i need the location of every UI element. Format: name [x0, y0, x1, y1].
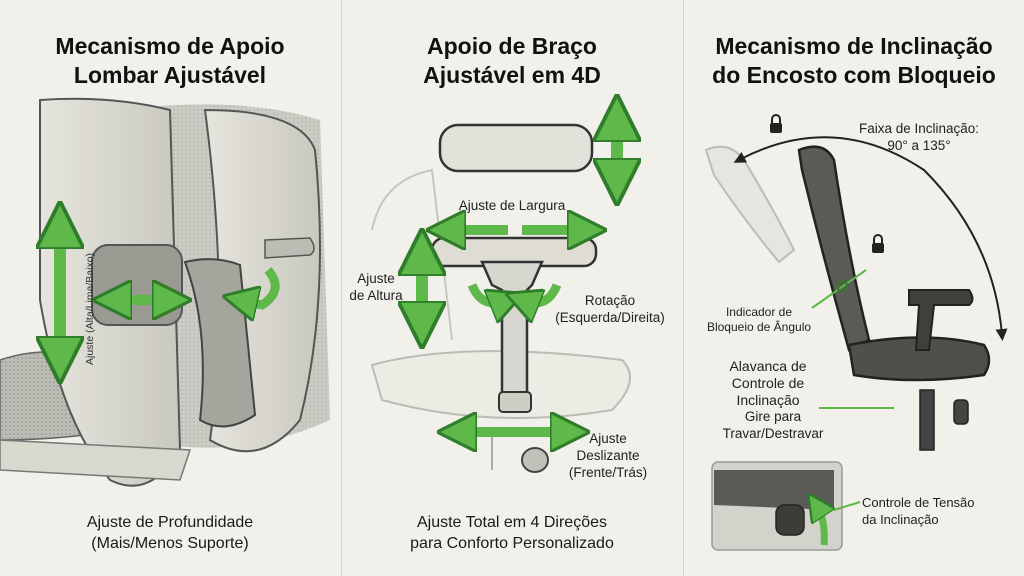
ghost-backrest: [704, 145, 796, 264]
indicator-dot: [836, 280, 848, 292]
vertical-adjust-label: Ajuste (Alta/Lima/Baixo): [84, 252, 96, 365]
label-line: Bloqueio de Ângulo: [706, 320, 812, 334]
tension-line: [833, 501, 861, 511]
title-line: Apoio de Braço: [427, 33, 597, 59]
tilt-arc: [733, 136, 1008, 341]
panel-title: Mecanismo de Apoio Lombar Ajustável: [0, 32, 340, 90]
armrest-illustration: [370, 0, 682, 473]
label-line: Alavanca de: [729, 358, 807, 374]
panel-tilt: Mecanismo de Inclinação do Encosto com B…: [684, 0, 1024, 576]
lever-sub-label: Gire para Travar/Destravar: [704, 408, 842, 442]
lock-icon: [770, 114, 782, 133]
title-line: Lombar Ajustável: [73, 62, 267, 88]
label-line: Controle de: [731, 375, 805, 391]
title-line: Mecanismo de Inclinação: [715, 33, 993, 59]
tension-knob: [953, 399, 969, 425]
label-line: Faixa de Inclinação:: [858, 121, 980, 136]
armrest: [908, 289, 974, 351]
arm-pad-top: [438, 123, 594, 173]
title-line: Ajustável em 4D: [423, 62, 601, 88]
label-line: Inclinação: [736, 392, 800, 408]
label-line: (Frente/Trás): [568, 465, 648, 480]
label-line: Travar/Destravar: [722, 426, 824, 441]
knob: [521, 447, 549, 473]
backrest: [797, 145, 871, 352]
label-line: Ajuste: [357, 271, 395, 286]
caption-line: (Mais/Menos Suporte): [91, 535, 249, 552]
chair-outline: [371, 168, 453, 341]
inset-seat: [714, 470, 834, 510]
divider: [683, 0, 684, 576]
gas-column: [919, 389, 935, 451]
label-line: Deslizante: [576, 448, 640, 463]
indicator-label: Indicador de Bloqueio de Ângulo: [694, 305, 824, 335]
title-line: Mecanismo de Apoio: [55, 33, 285, 59]
caption-line: Ajuste de Profundidade: [86, 514, 254, 531]
slide-label: Ajuste Deslizante (Frente/Trás): [560, 430, 656, 481]
tension-label: Controle de Tensão da Inclinação: [862, 494, 1012, 528]
arm-stub: [264, 237, 315, 259]
inset-knob: [775, 504, 805, 536]
divider: [341, 0, 342, 576]
lock-icon: [872, 234, 884, 253]
rotate-arrow-right: [522, 283, 562, 303]
label-line: Indicador de: [725, 305, 793, 319]
seat-base: [0, 439, 192, 481]
label-line: de Altura: [349, 288, 403, 303]
panel-title: Mecanismo de Inclinação do Encosto com B…: [684, 32, 1024, 90]
lumbar-pad: [91, 244, 183, 326]
panel-title: Apoio de Braço Ajustável em 4D: [342, 32, 682, 90]
lever-label: Alavanca de Controle de Inclinação: [704, 358, 832, 409]
label-line: Gire para: [744, 409, 802, 424]
label-line: Controle de Tensão: [862, 495, 975, 510]
rotate-arrow: [240, 267, 280, 305]
rotation-label: Rotação (Esquerda/Direita): [542, 292, 678, 326]
inset-rotate-arrow: [816, 505, 824, 546]
height-label: Ajuste de Altura: [346, 270, 406, 304]
seat: [847, 336, 991, 382]
post-base: [498, 391, 532, 413]
lumbar-illustration: [0, 97, 330, 487]
caption: Ajuste Total em 4 Direções para Conforto…: [342, 512, 682, 554]
caption-line: para Conforto Personalizado: [410, 535, 614, 552]
tilt-illustration: [704, 114, 1008, 551]
caption: Ajuste de Profundidade (Mais/Menos Supor…: [0, 512, 340, 554]
label-line: Ajuste: [589, 431, 627, 446]
caption-line: Ajuste Total em 4 Direções: [416, 514, 607, 531]
label-line: (Esquerda/Direita): [555, 310, 665, 325]
width-label: Ajuste de Largura: [458, 198, 566, 213]
label-line: da Inclinação: [862, 512, 939, 527]
label-line: Rotação: [584, 293, 636, 308]
title-line: do Encosto com Bloqueio: [712, 62, 996, 88]
range-label: Faixa de Inclinação: 90° a 135°: [844, 120, 994, 154]
label-line: 90° a 135°: [887, 138, 951, 153]
panel-armrest: Apoio de Braço Ajustável em 4D Ajuste de…: [342, 0, 682, 576]
panel-lumbar: Mecanismo de Apoio Lombar Ajustável: [0, 0, 340, 576]
